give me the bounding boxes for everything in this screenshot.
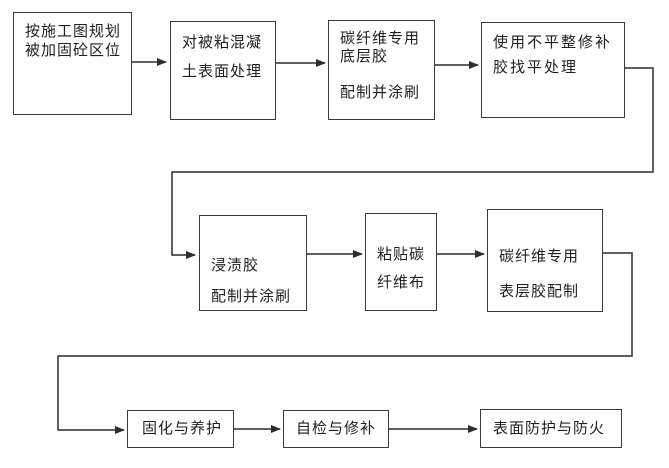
edge-7-8 <box>57 252 633 434</box>
flow-node-self-check-repair: 自检与修补 <box>283 410 389 448</box>
flow-node-surface-treatment: 对被粘混凝 土表面处理 <box>170 21 276 120</box>
edge-4-5 <box>171 67 654 259</box>
flow-node-primer-adhesive: 碳纤维专用 底层胶 配制并涂刷 <box>328 20 435 120</box>
flow-node-plan-reinforced-area: 按施工图规划 被加固砼区位 <box>13 12 132 115</box>
flow-node-curing-maintenance: 固化与养护 <box>127 410 234 448</box>
flow-node-surface-fire-protection: 表面防护与防火 <box>480 409 622 448</box>
flow-node-top-coat-adhesive: 碳纤维专用 表层胶配制 <box>487 209 603 312</box>
flow-node-leveling-repair: 使用不平整修补 胶找平处理 <box>481 22 625 118</box>
flow-node-paste-carbon-fiber: 粘贴碳 纤维布 <box>365 213 437 311</box>
flow-node-impregnating-adhesive: 浸渍胶 配制并涂刷 <box>199 215 307 311</box>
